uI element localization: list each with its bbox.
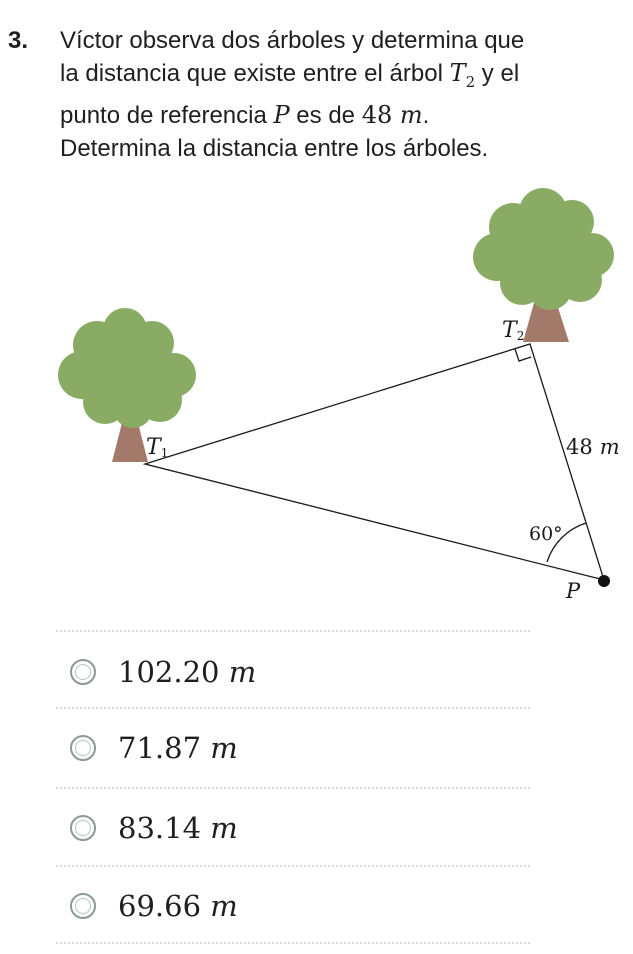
option-unit: m [210,811,238,845]
answer-option-1[interactable]: 102.20 m [66,652,526,696]
variable-t2-subscript: 2 [465,72,476,91]
option-value: 69.66 [118,889,202,923]
option-value: 71.87 [118,731,202,765]
variable-p: P [273,100,290,129]
question-text: Víctor observa dos árboles y determina q… [60,24,620,165]
question-number: 3. [8,27,29,54]
option-unit: m [210,731,238,765]
label-t1: T1 [146,435,168,460]
divider [56,707,530,709]
divider [56,787,530,789]
question-text-segment: es de [289,101,362,129]
label-t2: T2 [502,318,524,343]
answer-option-2[interactable]: 71.87 m [66,728,526,772]
question-line-1: Víctor observa dos árboles y determina q… [60,27,525,54]
divider [56,865,530,867]
tree-t2-icon [473,188,614,342]
question-line-4: Determina la distancia entre los árboles… [60,134,489,162]
label-angle: 60° [529,523,563,545]
radio-button-icon[interactable] [70,815,96,841]
tree-t1-icon [58,308,196,462]
point-p [598,575,610,587]
question-text-segment: y el [475,60,520,87]
radio-button-icon[interactable] [70,735,96,761]
divider [56,942,530,944]
divider [56,630,530,632]
triangle-outline [142,343,605,581]
answer-option-3[interactable]: 83.14 m [66,808,526,852]
radio-button-icon[interactable] [70,659,96,685]
question-text-segment: la distancia que existe entre el árbol [60,60,450,87]
right-angle-marker [514,348,532,362]
label-p: P [565,579,581,603]
question-line-2: la distancia que existe entre el árbol T… [60,57,620,99]
distance-value: 48 [361,100,400,129]
option-value: 102.20 [118,655,220,689]
question-line-3: punto de referencia P es de 48 m. [60,99,620,132]
option-unit: m [210,889,238,923]
question-text-segment: punto de referencia [60,101,274,129]
angle-arc [546,522,587,563]
distance-unit: m [399,100,423,129]
question-text-segment: . [422,101,430,129]
radio-button-icon[interactable] [70,893,96,919]
answer-option-4[interactable]: 69.66 m [66,886,526,930]
option-unit: m [228,655,257,689]
option-value: 83.14 [118,811,202,845]
variable-t2: T [449,59,466,87]
